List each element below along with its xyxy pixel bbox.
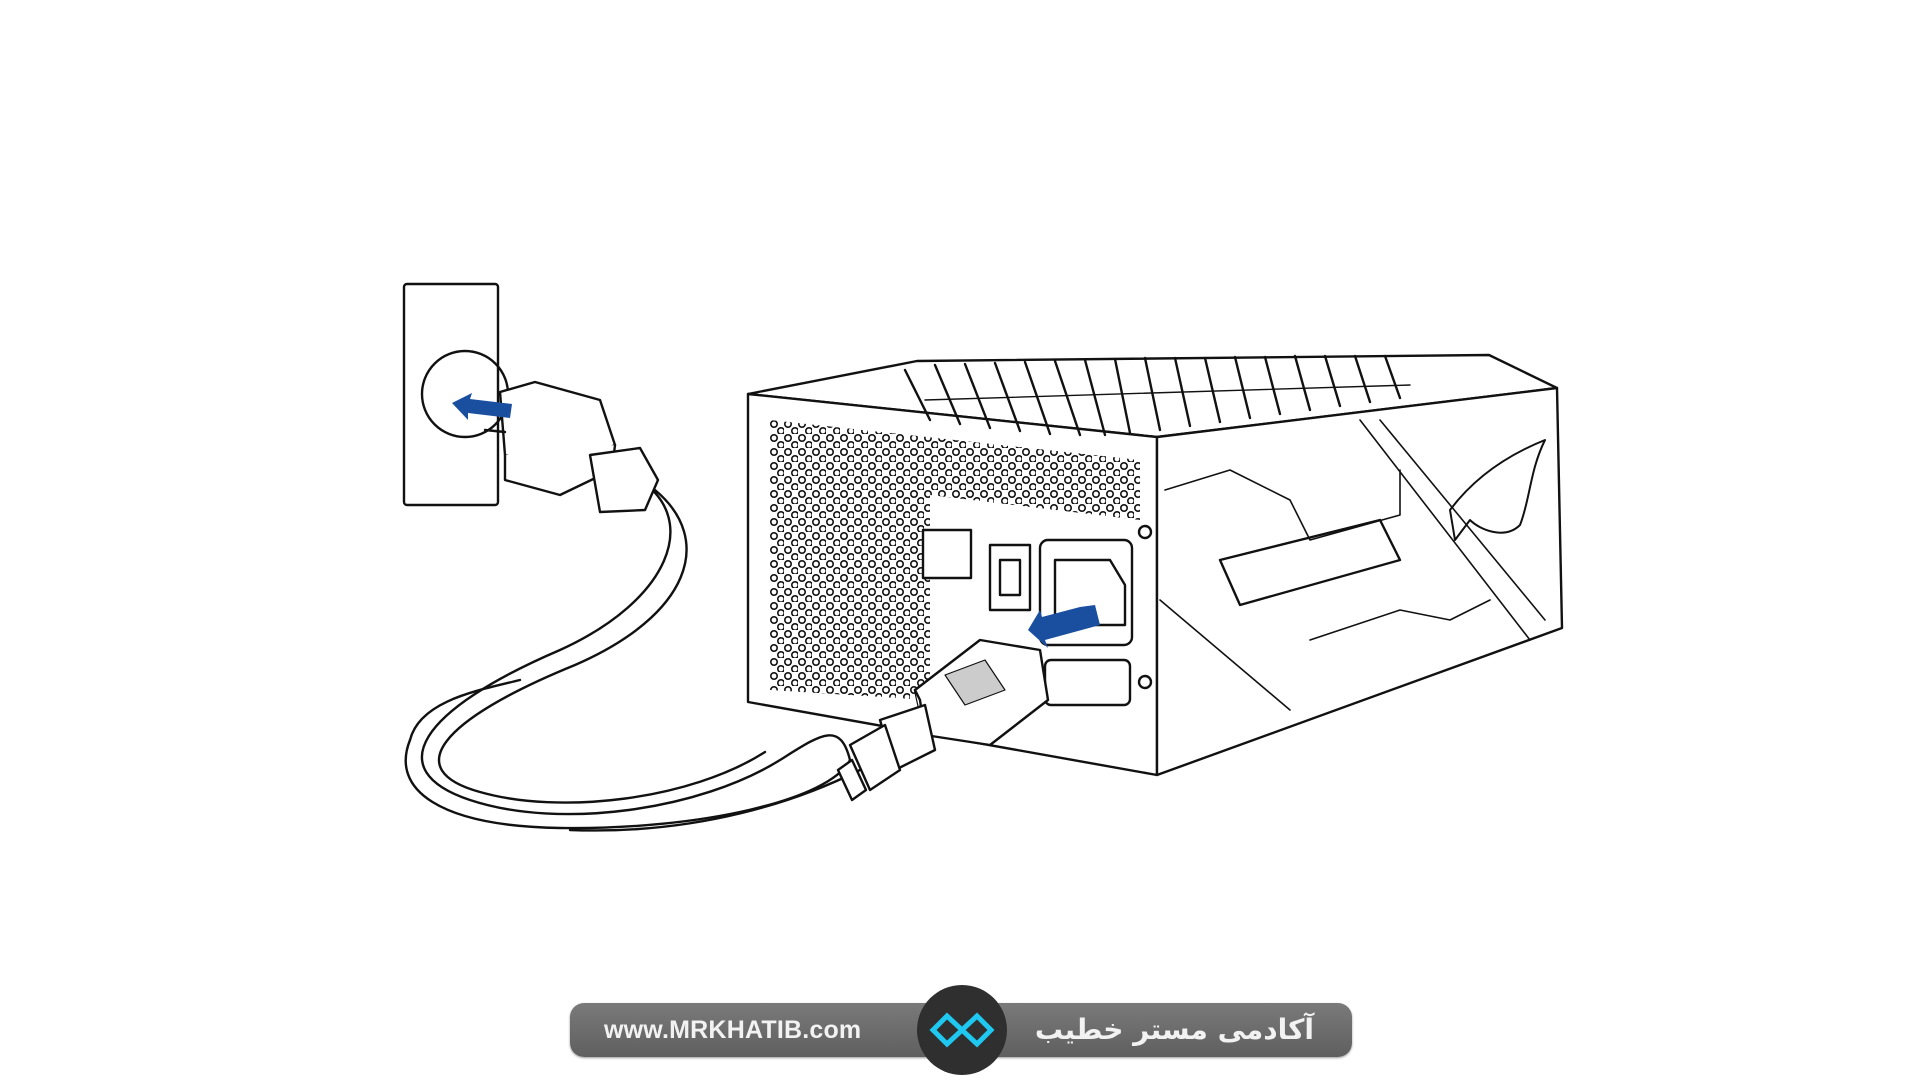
label-plate <box>1043 658 1132 707</box>
rog-logo-icon <box>1449 439 1546 541</box>
iec-connector <box>836 638 1050 802</box>
power-cable <box>404 478 862 832</box>
socket-arrow-icon <box>1028 605 1100 648</box>
plug-arrow-icon <box>452 393 512 420</box>
wall-plug <box>483 380 660 514</box>
brand-name: آکادمی مستر خطیب <box>1034 1013 1314 1046</box>
brand-logo <box>917 985 1007 1075</box>
fan-grill <box>903 354 1411 437</box>
website-link[interactable]: www.MRKHATIB.com <box>604 1016 862 1044</box>
infinity-logo-icon <box>929 1012 995 1048</box>
wall-outlet <box>402 282 510 507</box>
power-switch <box>988 543 1032 612</box>
mode-button <box>921 528 973 580</box>
power-supply-unit <box>746 353 1564 777</box>
